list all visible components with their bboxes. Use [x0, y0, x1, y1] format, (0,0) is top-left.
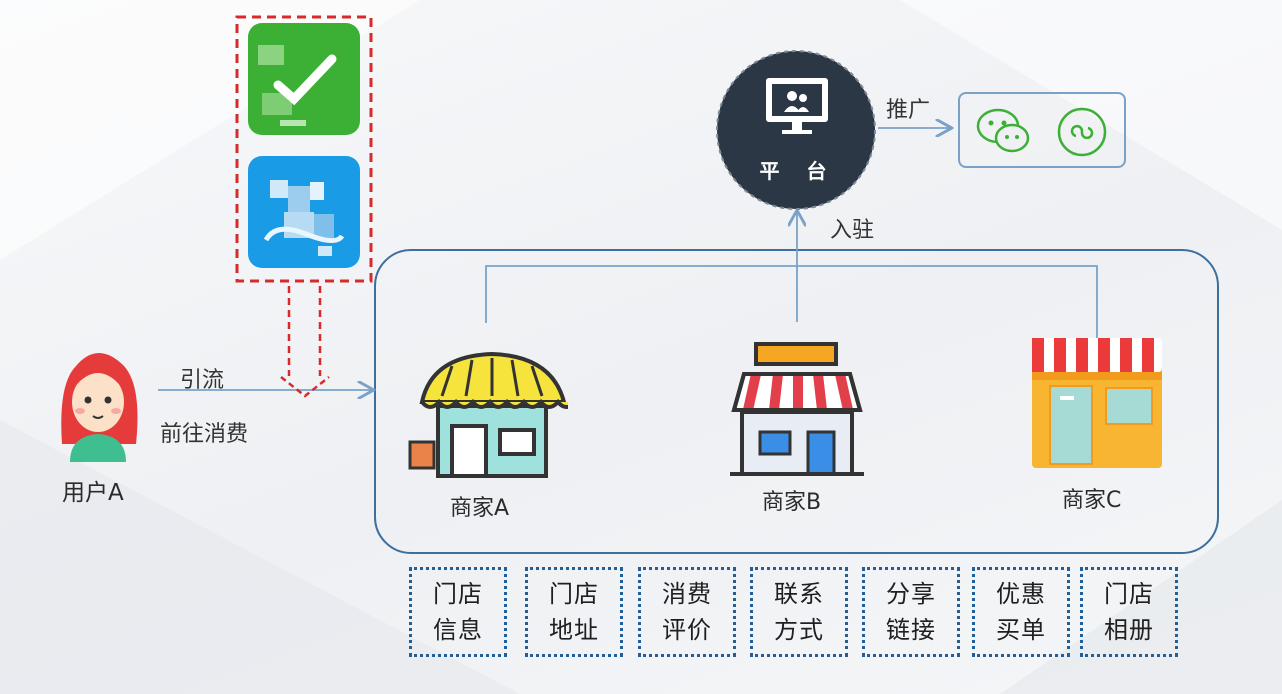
feature-store-address: 门店 地址: [525, 567, 623, 657]
promote-targets-box: [958, 92, 1126, 168]
join-label: 入驻: [830, 218, 875, 243]
store-a-label: 商家A: [450, 496, 510, 521]
feature-line: 消费: [662, 580, 712, 608]
blue-app-icon: [248, 156, 360, 268]
feature-line: 门店: [549, 580, 599, 608]
bus-line: [485, 265, 1098, 338]
feature-line: 方式: [774, 616, 824, 644]
feature-line: 优惠: [996, 580, 1046, 608]
feature-line: 信息: [433, 616, 483, 644]
traffic-label: 引流: [180, 368, 225, 393]
store-c-label: 商家C: [1062, 488, 1122, 513]
platform-node: [716, 50, 876, 210]
feature-line: 评价: [662, 616, 712, 644]
platform-label: 平 台: [759, 159, 837, 183]
feature-reviews: 消费 评价: [638, 567, 736, 657]
feature-line: 相册: [1104, 616, 1154, 644]
store-b-label: 商家B: [762, 490, 822, 515]
feature-share-link: 分享 链接: [862, 567, 960, 657]
feature-line: 门店: [1104, 580, 1154, 608]
wechat-icon: [976, 108, 1030, 153]
wechat-pay-icon: [248, 23, 360, 135]
feature-line: 分享: [886, 580, 936, 608]
store-c-icon: [1032, 338, 1162, 468]
user-label: 用户A: [62, 480, 124, 506]
store-a-icon: [408, 351, 568, 478]
go-consume-label: 前往消费: [160, 422, 249, 447]
feature-line: 地址: [549, 616, 599, 644]
promote-label: 推广: [886, 98, 931, 123]
dashed-down-arrow: [280, 286, 330, 398]
feature-discount-pay: 优惠 买单: [972, 567, 1070, 657]
feature-line: 联系: [774, 580, 824, 608]
feature-contact: 联系 方式: [750, 567, 848, 657]
monitor-users-icon: [766, 78, 828, 134]
mini-program-icon: [1057, 107, 1107, 157]
user-avatar: [61, 353, 138, 462]
store-b-icon: [730, 342, 864, 476]
feature-line: 门店: [433, 580, 483, 608]
feature-line: 链接: [886, 616, 936, 644]
feature-store-info: 门店 信息: [409, 567, 507, 657]
apps-dashed-box: [235, 15, 373, 283]
feature-store-album: 门店 相册: [1080, 567, 1178, 657]
feature-line: 买单: [996, 616, 1046, 644]
